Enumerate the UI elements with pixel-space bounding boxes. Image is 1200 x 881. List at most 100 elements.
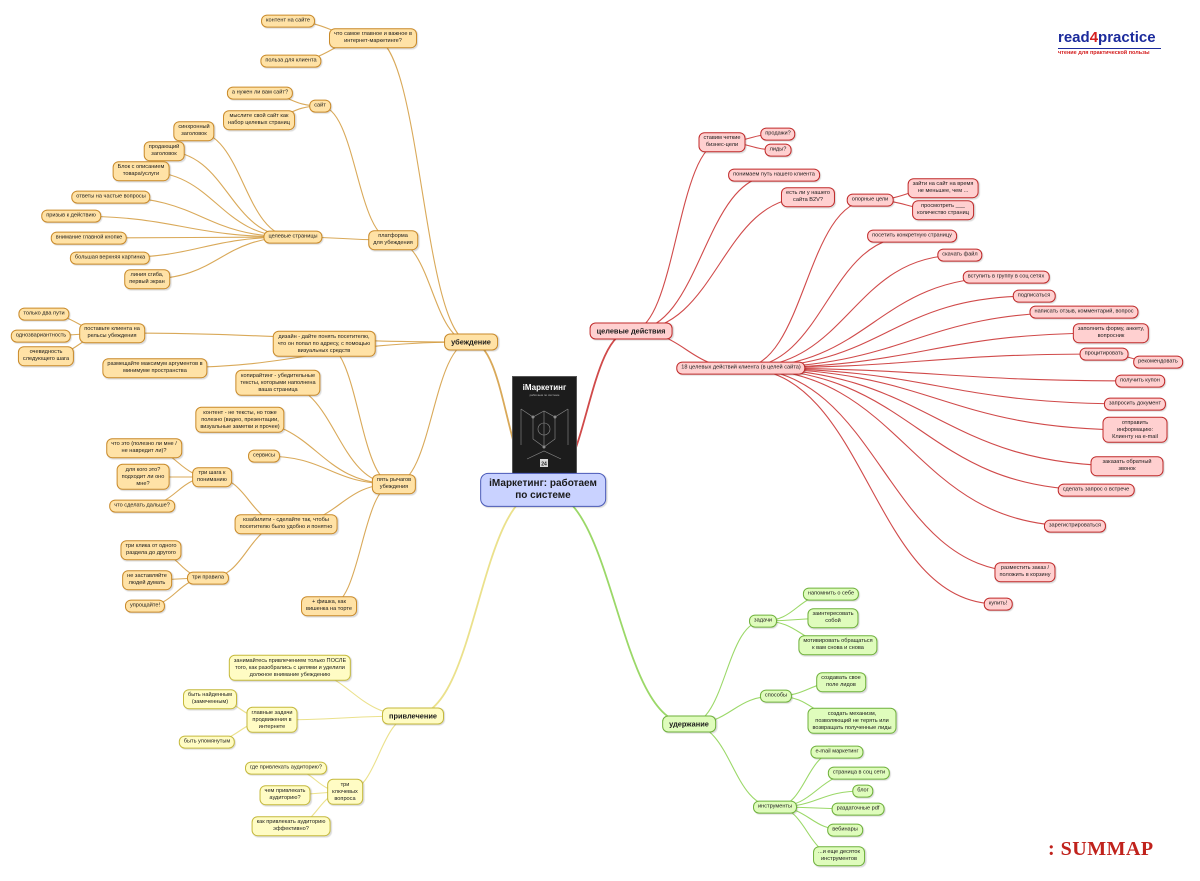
node-lidy[interactable]: лиды? [764, 143, 792, 157]
connector-celevye-stavim [630, 141, 723, 332]
node-gde[interactable]: где привлекать аудиторию? [245, 761, 327, 775]
node-zainteres[interactable]: заинтересовать собой [807, 608, 859, 628]
node-chto-eto[interactable]: что это (полезно ли мне / не навредит ли… [106, 438, 182, 458]
node-myslite[interactable]: мыслите свой сайт как набор целевых стра… [223, 110, 295, 130]
node-byt-upomyanutym[interactable]: быть упомянутым [178, 735, 236, 749]
node-tri-klyuch[interactable]: три ключевых вопроса [327, 778, 363, 806]
node-byt-naydennym[interactable]: быть найденным (замеченным) [183, 689, 237, 709]
node-odnovar[interactable]: однозвариантность [10, 329, 72, 343]
connector-vosemnadcat-opornye [740, 199, 871, 369]
node-stranica-soc[interactable]: страница в соц сети [827, 766, 891, 780]
node-uproschayte[interactable]: упрощайте! [124, 599, 166, 613]
node-otvety[interactable]: ответы на частые вопросы [71, 190, 151, 204]
node-tri-shaga[interactable]: три шага к пониманию [192, 467, 232, 487]
node-zapolnit[interactable]: заполнить форму, анкету, вопросник [1072, 323, 1150, 343]
node-poseti[interactable]: посетить конкретную страницу [867, 229, 957, 243]
node-esche[interactable]: ...и еще десяток инструментов [813, 846, 865, 866]
node-razmesch[interactable]: размещайте максимум аргументов в минимум… [102, 358, 208, 378]
node-napisat[interactable]: написать отзыв, комментарий, вопрос [1029, 305, 1139, 319]
connector-pyat-dizayn [323, 343, 395, 485]
node-platforma[interactable]: платформа для убеждения [368, 230, 418, 250]
node-podpisatsya[interactable]: подписаться [1012, 289, 1056, 303]
node-privlechenie[interactable]: привлечение [381, 707, 445, 725]
node-chto-samoe[interactable]: что самое главное и важное в интернет-ма… [328, 28, 418, 48]
node-celevye[interactable]: целевые действия [589, 322, 673, 340]
node-razdatochnye[interactable]: раздаточные pdf [831, 802, 885, 816]
node-prosmotret[interactable]: просмотреть ___ количество страниц [912, 200, 974, 220]
brand-logo: read4practice [1058, 29, 1156, 46]
node-razmestit[interactable]: разместить заказ / положить в корзину [994, 562, 1056, 582]
node-prodayuschiy[interactable]: продающий заголовок [143, 141, 185, 161]
node-fishka[interactable]: + фишка, как вишенка на торте [301, 596, 357, 616]
node-dizayn[interactable]: дизайн - дайте понять посетителю, что он… [272, 330, 376, 358]
node-email[interactable]: e-mail маркетинг [810, 745, 864, 759]
node-procitirovat[interactable]: процитировать [1079, 347, 1129, 361]
node-napomnit[interactable]: напомнить о себе [802, 587, 860, 601]
node-kontent-site[interactable]: контент на сайте [261, 14, 315, 28]
node-tolko-dva[interactable]: только два пути [18, 307, 70, 321]
node-yuzabiliti[interactable]: юзабилити - сделайте так, чтобы посетите… [234, 514, 338, 534]
node-polza[interactable]: польза для клиента [260, 54, 322, 68]
book-illustration: 24 [520, 408, 569, 468]
node-zadachi[interactable]: задачи [749, 614, 777, 628]
node-tri-klika[interactable]: три клика от одного раздела до другого [120, 540, 182, 560]
connector-celevye-ponimaem [630, 174, 775, 332]
node-glavnye[interactable]: главные задачи продвижения в интернете [246, 706, 298, 734]
connector-vosemnadcat-poseti [740, 235, 913, 369]
node-dlya-kogo[interactable]: для кого это? подходит ли оно мне? [116, 463, 170, 491]
node-zakazat[interactable]: заказать обратный звонок [1090, 456, 1164, 476]
node-chem[interactable]: чем привлекать аудиторию? [259, 785, 311, 805]
node-pyat[interactable]: пять рычагов убеждения [371, 474, 417, 494]
node-zaregistr[interactable]: зарегистрироваться [1043, 519, 1107, 533]
node-skachat[interactable]: скачать файл [937, 248, 983, 262]
connector-vosemnadcat-razmestit [740, 367, 1026, 573]
node-sozdavat[interactable]: создавать свое поле лидов [816, 672, 866, 692]
node-instrumenty[interactable]: инструменты [753, 800, 797, 814]
node-vstupit[interactable]: вступить в группу в соц сетях [962, 270, 1050, 284]
node-otpravit[interactable]: отправить информацию: Клиенту на e-mail [1102, 416, 1168, 444]
node-est-li[interactable]: есть ли у нашего сайта B2V? [780, 187, 836, 207]
node-vebinary[interactable]: вебинары [827, 823, 863, 837]
node-blok[interactable]: Блок с описанием товара/услуги [112, 161, 170, 181]
node-opornye[interactable]: опорные цели [846, 193, 894, 207]
connector-vosemnadcat-zakazat [740, 367, 1128, 467]
connector-vosemnadcat-zaregistr [740, 367, 1076, 527]
book-badge: 24 [541, 462, 547, 468]
node-bolshaya[interactable]: большая верхняя картинка [69, 251, 151, 265]
node-sposoby[interactable]: способы [759, 689, 793, 703]
node-liniya[interactable]: линия сгиба, первый экран [124, 269, 170, 289]
node-rekomend[interactable]: рекомендовать [1133, 355, 1183, 369]
node-chto-dalshe[interactable]: что сделать дальше? [109, 499, 175, 513]
node-vosemnadcat[interactable]: 18 целевых действий клиента (в целей сай… [676, 361, 806, 375]
node-prizyv[interactable]: призыв к действию [41, 209, 101, 223]
node-ochevid[interactable]: очевидность следующего шага [17, 346, 75, 366]
node-blog[interactable]: блог [852, 784, 874, 798]
node-zayti[interactable]: зайти на сайт на время не меньшее, чем .… [907, 178, 979, 198]
node-kak[interactable]: как привлекать аудиторию эффективно? [251, 816, 331, 836]
node-kopirayt[interactable]: копирайтинг - убедительные тексты, котор… [235, 369, 321, 397]
node-prodazhi[interactable]: продажи? [760, 127, 796, 141]
node-kupit[interactable]: купить! [983, 597, 1013, 611]
node-sinhron[interactable]: синхронный заголовок [173, 121, 215, 141]
node-motivir[interactable]: мотивировать обращаться к вам снова и сн… [798, 635, 878, 655]
connector-vosemnadcat-podpisatsya [740, 295, 1035, 369]
node-sdelat[interactable]: сделать запрос о встрече [1057, 483, 1135, 497]
node-kontent-ne[interactable]: контент - не тексты, но тоже полезно (ви… [195, 406, 285, 434]
node-sait[interactable]: сайт [309, 99, 331, 113]
node-servisy[interactable]: сервисы [248, 449, 280, 463]
node-sozdat-mehan[interactable]: создать механизм, позволяющий не терять … [807, 707, 897, 735]
node-ubezhdenie[interactable]: убеждение [444, 333, 498, 351]
node-root[interactable]: iМаркетинг: работаем по системе [480, 472, 606, 508]
node-vnimanie[interactable]: внимание главной кнопке [50, 231, 128, 245]
node-zanimaytes[interactable]: занимайтесь привлечением только ПОСЛЕ то… [228, 654, 352, 682]
node-celevye-stranicy[interactable]: целевые страницы [263, 230, 323, 244]
node-ponimaem[interactable]: понимаем путь нашего клиента [728, 168, 820, 182]
node-poluchit[interactable]: получить купон [1115, 374, 1165, 388]
node-postavte[interactable]: поставьте клиента на рельсы убеждения [79, 323, 145, 343]
node-ne-zastavl[interactable]: не заставляйте людей думать [122, 570, 172, 590]
node-uderzhanie[interactable]: удержание [662, 715, 716, 733]
node-zaprosit[interactable]: запросить документ [1103, 397, 1167, 411]
node-nuzhen-li[interactable]: а нужен ли вам сайт? [226, 86, 294, 100]
node-stavim[interactable]: ставим четкие бизнес-цели [698, 132, 746, 152]
node-tri-pravila[interactable]: три правила [186, 571, 230, 585]
